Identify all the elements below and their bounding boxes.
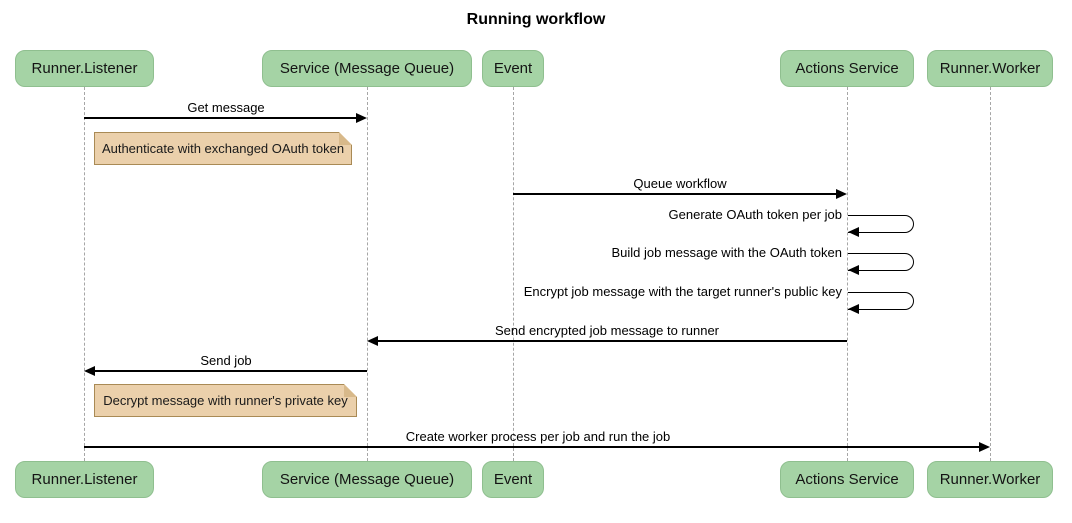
note-authenticate: Authenticate with exchanged OAuth token [94,132,352,165]
note-text: Decrypt message with runner's private ke… [103,393,348,408]
self-loop [848,292,914,310]
lifeline-runner-worker [990,87,991,461]
arrowhead-right-icon [836,189,847,199]
message-line [377,340,847,342]
actor-top-service-message-queue: Service (Message Queue) [262,50,472,87]
lifeline-runner-listener [84,87,85,461]
actor-top-runner-worker: Runner.Worker [927,50,1053,87]
message-line [84,446,979,448]
message-label: Build job message with the OAuth token [611,245,842,260]
lifeline-event [513,87,514,461]
lifeline-actions-service [847,87,848,461]
lifeline-service-message-queue [367,87,368,461]
arrowhead-left-icon [848,227,859,237]
arrowhead-left-icon [848,265,859,275]
self-loop [848,253,914,271]
message-label: Send job [200,353,252,368]
note-text: Authenticate with exchanged OAuth token [101,141,345,156]
message-label: Send encrypted job message to runner [494,323,720,338]
message-label: Generate OAuth token per job [668,207,842,222]
message-line [84,117,356,119]
note-decrypt: Decrypt message with runner's private ke… [94,384,357,417]
arrowhead-left-icon [367,336,378,346]
arrowhead-left-icon [848,304,859,314]
actor-bottom-runner-listener: Runner.Listener [15,461,154,498]
message-label: Queue workflow [633,176,727,191]
arrowhead-right-icon [979,442,990,452]
actor-bottom-event: Event [482,461,544,498]
actor-top-runner-listener: Runner.Listener [15,50,154,87]
message-line [513,193,836,195]
arrowhead-left-icon [84,366,95,376]
message-label: Encrypt job message with the target runn… [523,284,842,299]
actor-bottom-actions-service: Actions Service [780,461,914,498]
actor-bottom-service-message-queue: Service (Message Queue) [262,461,472,498]
actor-top-event: Event [482,50,544,87]
actor-top-actions-service: Actions Service [780,50,914,87]
self-loop [848,215,914,233]
message-line [94,370,367,372]
diagram-title: Running workflow [466,11,606,28]
message-label: Get message [187,100,265,115]
actor-bottom-runner-worker: Runner.Worker [927,461,1053,498]
arrowhead-right-icon [356,113,367,123]
message-label: Create worker process per job and run th… [405,429,671,444]
